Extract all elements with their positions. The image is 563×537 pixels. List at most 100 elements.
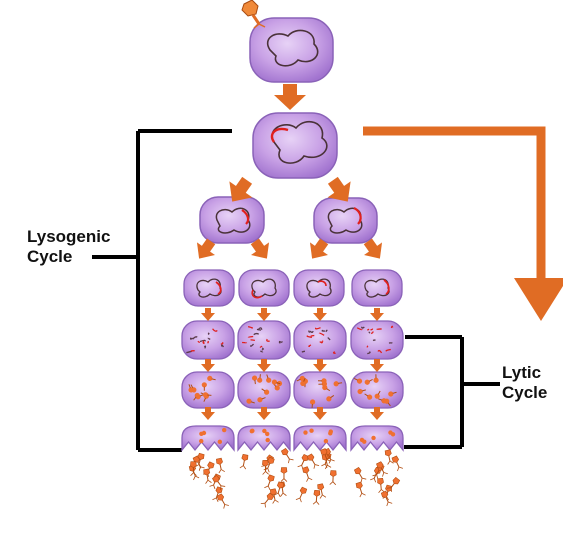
bacteriophage-icon: [295, 486, 308, 503]
bacteriophage-icon: [241, 0, 266, 29]
bacteriophage-icon: [353, 467, 367, 483]
lytic-pathway-arrow: [363, 126, 563, 321]
bacteriophage-icon: [212, 486, 223, 502]
bacteriophage-icon: [202, 392, 212, 398]
down-arrow-icon: [201, 407, 215, 420]
bacteriophage-icon: [329, 470, 337, 486]
lysing-cell: [350, 425, 404, 507]
bacteriophage-icon: [270, 488, 279, 504]
down-arrow-icon: [250, 238, 270, 259]
small-cell-2: [238, 269, 290, 307]
bacteriophage-icon: [188, 384, 194, 393]
bacteriophage-icon: [190, 461, 197, 477]
replicating-cell: [293, 320, 347, 360]
bacteriophage-icon: [207, 375, 216, 382]
bacteriophage-icon: [280, 447, 294, 464]
down-arrow-icon: [370, 359, 384, 372]
prophage-cell-row: [183, 269, 403, 307]
small-cell-1: [183, 269, 235, 307]
bacteriophage-icon: [300, 377, 306, 387]
bacteriophage-icon: [357, 388, 366, 395]
down-arrow-icon: [229, 176, 253, 202]
down-arrow-icon: [201, 308, 215, 321]
infected-cell: [241, 0, 334, 83]
bacteriophage-icon: [296, 375, 305, 382]
bacteriophage-icon: [373, 374, 379, 383]
lysogenic-bracket: [92, 129, 232, 452]
lysing-cell: [237, 425, 294, 508]
bacteriophage-icon: [251, 375, 258, 385]
bacteriophage-icon: [302, 466, 313, 482]
bacteriophage-icon: [310, 399, 316, 408]
down-arrow-icon: [257, 407, 271, 420]
assembly-cell: [350, 371, 404, 409]
flow-arrows: [196, 84, 384, 420]
daughter-cell-left: [199, 196, 265, 244]
bacteriophage-icon: [264, 474, 275, 491]
assembly-cell: [181, 371, 235, 409]
lysogenic-label-line1: Lysogenic: [27, 227, 110, 246]
bacteriophage-icon: [386, 477, 401, 492]
down-arrow-icon: [313, 359, 327, 372]
bacteriophage-icon: [326, 395, 335, 402]
bacteriophage-icon: [212, 475, 226, 491]
bacteriophage-icon: [333, 381, 343, 387]
bacteriophage-icon: [216, 457, 225, 474]
down-arrow-icon: [196, 238, 216, 259]
down-arrow-icon: [313, 407, 327, 420]
small-cell-4: [351, 269, 403, 307]
bacteriophage-icon: [239, 453, 249, 470]
replicating-cell: [181, 320, 235, 360]
replicating-cell: [237, 320, 291, 360]
bacteriophage-icon: [380, 490, 393, 507]
bacteriophage-icon: [364, 379, 373, 385]
bacteriophage-icon: [263, 456, 275, 473]
bacteriophage-icon: [317, 378, 327, 384]
bacteriophage-icon: [257, 374, 263, 383]
assembly-cell: [293, 371, 347, 409]
bacteriophage-icon: [391, 455, 404, 472]
bacteriophage-icon: [322, 384, 331, 392]
bacteriophage-icon: [317, 483, 327, 499]
assembly-cell-row: [181, 371, 404, 409]
down-arrow-icon: [370, 308, 384, 321]
down-arrow-icon: [313, 308, 327, 321]
small-cell-3: [293, 269, 345, 307]
assembly-cell: [237, 371, 291, 409]
lysing-cell-row: [181, 425, 404, 509]
down-arrow-icon: [309, 238, 329, 259]
down-arrow-icon: [257, 359, 271, 372]
lysing-cell: [181, 425, 235, 509]
bacteriophage-icon: [260, 492, 275, 508]
bacteriophage-icon: [388, 391, 397, 397]
down-arrow-icon: [274, 84, 306, 110]
down-arrow-icon: [363, 238, 383, 259]
bacteriophage-icon: [261, 388, 270, 395]
daughter-cell-right: [313, 197, 378, 244]
down-arrow-icon: [201, 359, 215, 372]
bacteriophage-icon: [376, 461, 388, 477]
bacteriophage-icon: [246, 398, 255, 404]
down-arrow-icon: [370, 407, 384, 420]
bacteriophage-icon: [274, 481, 285, 497]
bacteriophage-icon: [355, 481, 366, 498]
bacteriophage-icon: [271, 379, 281, 385]
bacteriophage-icon: [280, 467, 288, 482]
bacteriophage-icon: [193, 392, 200, 401]
bacteriophage-icon: [203, 468, 212, 484]
prophage-cell: [252, 112, 338, 179]
lysogenic-label-line2: Cycle: [27, 247, 72, 266]
lytic-label-line2: Cycle: [502, 383, 547, 402]
bacteriophage-icon: [306, 453, 320, 469]
lytic-label-line1: Lytic: [502, 363, 541, 382]
bacteriophage-icon: [195, 452, 205, 469]
bacteriophage-icon: [384, 398, 391, 407]
bacteriophage-icon: [266, 374, 272, 383]
bacteriophage-icon: [257, 397, 266, 403]
bacteriophage-icon: [374, 390, 381, 399]
bacteriophage-icon: [216, 493, 229, 509]
bacteriophage-icon: [320, 448, 332, 464]
bacteriophage-icon: [364, 393, 373, 400]
